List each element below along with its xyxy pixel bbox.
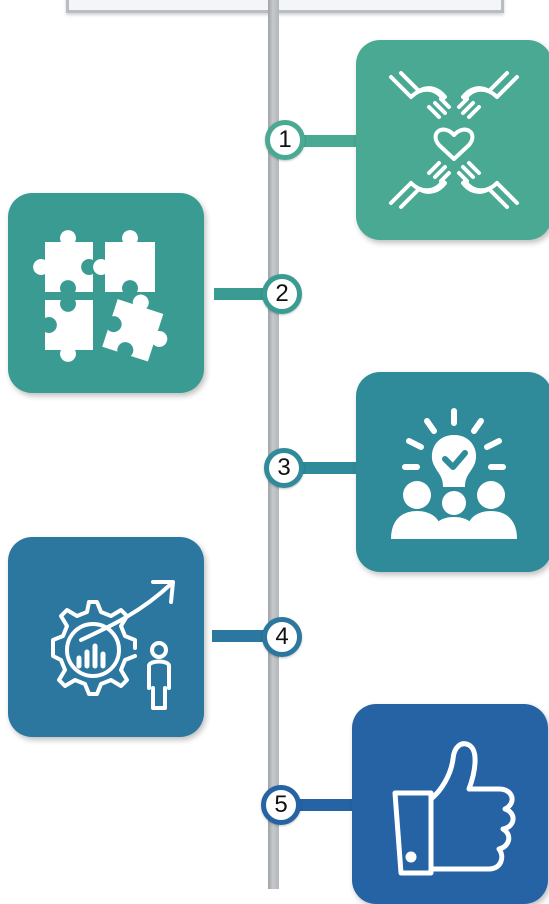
hands-heart-icon [389, 71, 519, 209]
step-5-number: 5 [274, 791, 288, 818]
team-idea-icon [391, 408, 517, 539]
step-1-tile [356, 40, 549, 240]
step-2-number: 2 [275, 280, 289, 307]
step-2-tile [8, 193, 204, 393]
connector-1 [300, 135, 360, 147]
step-3-number: 3 [277, 454, 291, 481]
connector-5 [300, 799, 360, 811]
step-3-tile [356, 372, 549, 572]
step-5-tile [352, 704, 548, 904]
connector-3 [300, 462, 360, 474]
step-1-marker: 1 [265, 120, 305, 160]
top-bar [66, 0, 504, 13]
connector-4 [212, 630, 272, 642]
step-4-marker: 4 [262, 617, 302, 657]
puzzle-icon [33, 230, 168, 362]
step-5-marker: 5 [261, 785, 301, 825]
step-1-number: 1 [278, 126, 292, 153]
step-3-marker: 3 [264, 448, 304, 488]
timeline-spine [268, 0, 279, 889]
thumbs-up-icon [392, 741, 516, 876]
step-4-number: 4 [275, 623, 289, 650]
step-4-tile [8, 537, 204, 737]
connector-2 [214, 288, 274, 300]
step-2-marker: 2 [262, 274, 302, 314]
growth-gear-icon [51, 580, 175, 710]
